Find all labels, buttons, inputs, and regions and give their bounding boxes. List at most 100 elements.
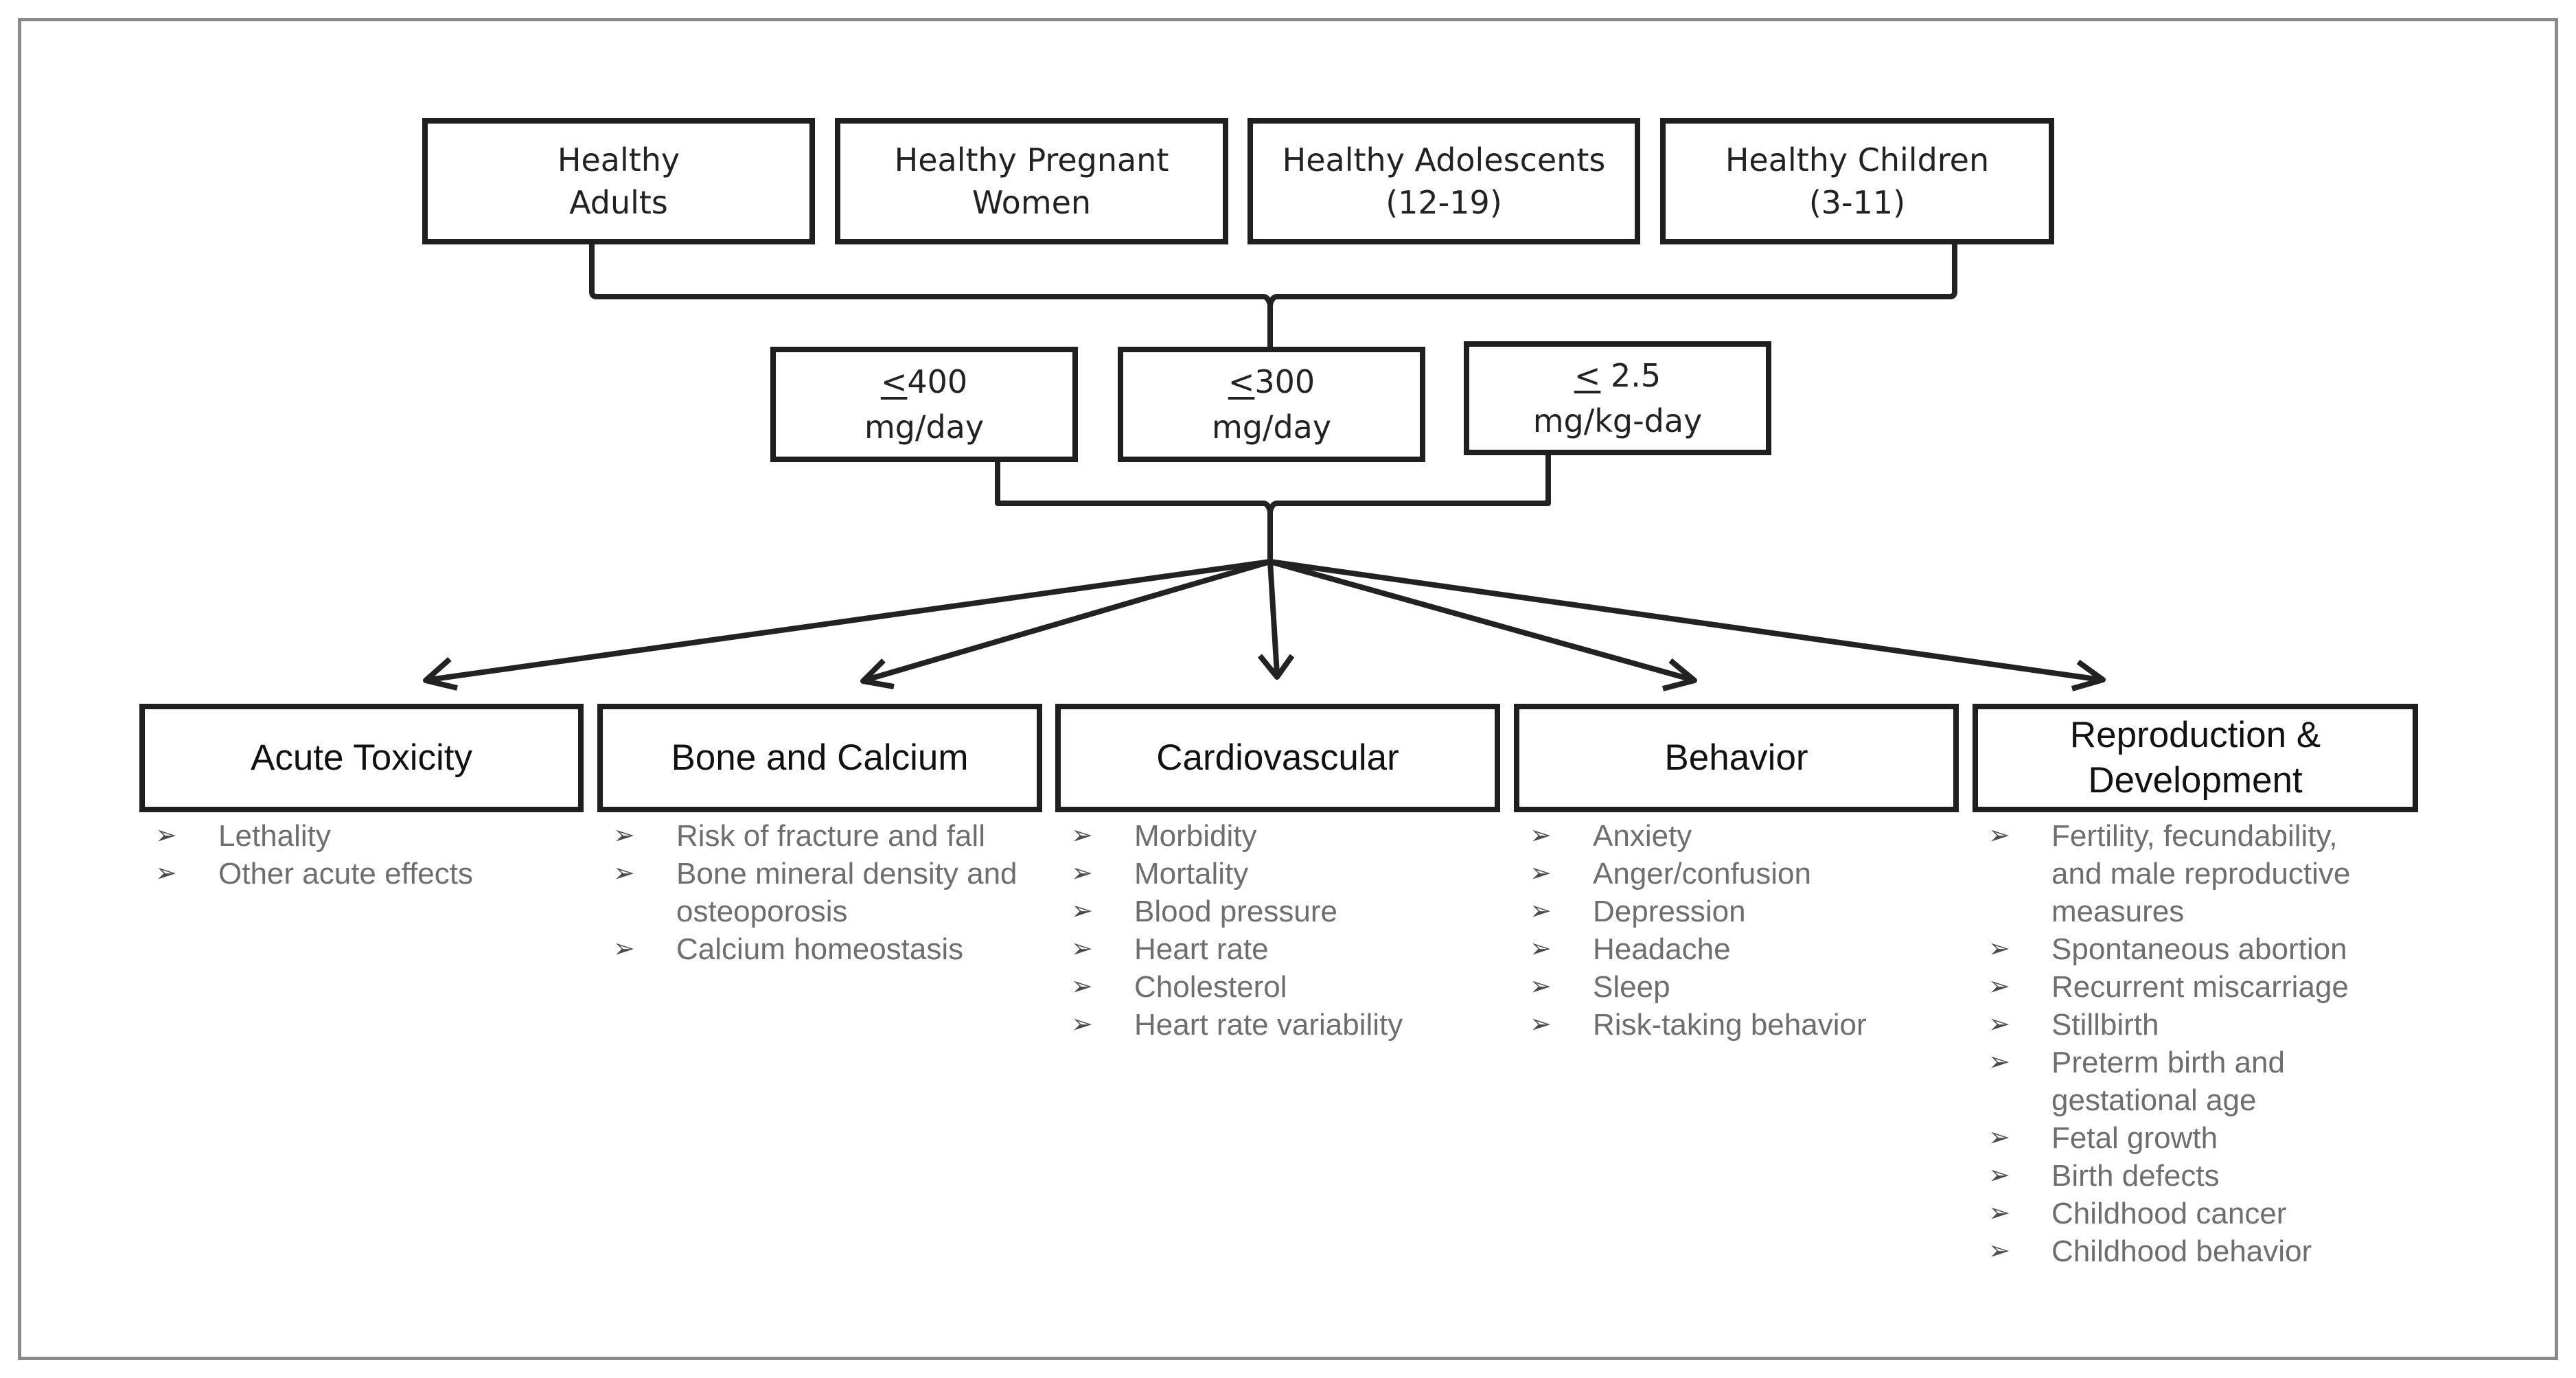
outcome-list-bone-calcium: ➢ Risk of fracture and fall ➢ Bone mineral …	[602, 817, 1042, 968]
outcome-list-item: ➢ Bone mineral density and osteoporosis	[602, 855, 1042, 930]
dose-box-2-5: < 2.5 mg/kg-day	[1464, 341, 1771, 455]
bullet-arrow-icon: ➢	[1988, 1237, 2010, 1265]
arrow-cardiovascular	[1267, 561, 1280, 675]
dose-unit: mg/kg-day	[1532, 402, 1703, 439]
outcome-item-text: Morbidity	[1134, 819, 1257, 853]
outcome-list-item: ➢ Blood pressure	[1060, 893, 1499, 930]
bullet-arrow-icon: ➢	[1988, 1199, 2010, 1228]
bullet-arrow-icon: ➢	[613, 821, 635, 850]
bullet-arrow-icon: ➢	[155, 859, 177, 888]
bullet-arrow-icon: ➢	[1988, 1123, 2010, 1152]
outcome-list-item: ➢ Sleep	[1519, 968, 1958, 1006]
outcome-item-text: Cholesterol	[1134, 970, 1287, 1004]
outcome-item-text: Birth defects	[2051, 1159, 2220, 1193]
outcome-box-reproduction-development: Reproduction & Development	[1973, 704, 2418, 812]
bullet-arrow-icon: ➢	[1988, 934, 2010, 963]
dose-unit: mg/day	[864, 409, 985, 446]
arrow-acute-toxicity	[428, 559, 1271, 682]
outcome-box-behavior: Behavior	[1514, 704, 1959, 812]
outcome-item-text: Anger/confusion	[1593, 857, 1811, 891]
outcome-title: Reproduction & Development	[2069, 715, 2321, 801]
outcome-list-item: ➢ Birth defects	[1977, 1157, 2417, 1195]
population-bracket	[589, 244, 1957, 308]
outcome-item-text: Fetal growth	[2051, 1121, 2218, 1155]
population-label: Healthy Pregnant Women	[894, 141, 1169, 221]
outcome-item-text: Blood pressure	[1134, 895, 1337, 928]
outcome-item-text: Other acute effects	[218, 857, 473, 891]
outcome-box-acute-toxicity: Acute Toxicity	[139, 704, 584, 812]
bullet-arrow-icon: ➢	[613, 934, 635, 963]
outcome-item-text: Sleep	[1593, 970, 1670, 1004]
outcome-list-item: ➢ Childhood behavior	[1977, 1232, 2417, 1270]
outcome-item-text: Childhood behavior	[2051, 1235, 2312, 1268]
outcome-list-item: ➢Mortality	[1060, 855, 1499, 893]
bullet-arrow-icon: ➢	[1988, 1161, 2010, 1190]
population-box-adults: Healthy Adults	[422, 118, 815, 244]
outcome-list-item: ➢ Risk-taking behavior	[1519, 1006, 1958, 1044]
bullet-arrow-icon: ➢	[1530, 897, 1552, 926]
outcome-list-item: ➢ Stillbirth	[1977, 1006, 2417, 1044]
bullet-arrow-icon: ➢	[1071, 972, 1093, 1001]
outcome-list-item: ➢ Depression	[1519, 893, 1958, 930]
arrow-bone-calcium	[865, 559, 1272, 682]
outcome-list-item: ➢ Childhood cancer	[1977, 1195, 2417, 1232]
dose-value: < 2.5	[1574, 357, 1661, 394]
population-box-adolescents: Healthy Adolescents (12-19)	[1247, 118, 1640, 244]
outcome-item-text: Headache	[1593, 932, 1731, 966]
dose-unit: mg/day	[1211, 409, 1332, 446]
bullet-arrow-icon: ➢	[1988, 821, 2010, 850]
outcome-item-text: Stillbirth	[2051, 1008, 2159, 1042]
outcome-item-text: Spontaneous abortion	[2051, 932, 2347, 966]
bullet-arrow-icon: ➢	[1530, 972, 1552, 1001]
outcome-list-reproduction-development: ➢ Fertility, fecundability, and male repr…	[1977, 817, 2417, 1270]
outcome-list-item: ➢ Headache	[1519, 930, 1958, 968]
bullet-arrow-icon: ➢	[1530, 934, 1552, 963]
arrow-reproduction	[1269, 559, 2102, 682]
outcome-title: Acute Toxicity	[250, 737, 473, 778]
outcome-item-text: Childhood cancer	[2051, 1197, 2287, 1230]
outcome-item-text: Bone mineral density and osteoporosis	[676, 857, 1017, 928]
outcome-list-item: ➢ Fetal growth	[1977, 1119, 2417, 1157]
outcome-list-item: ➢ Spontaneous abortion	[1977, 930, 2417, 968]
bullet-arrow-icon: ➢	[1071, 897, 1093, 926]
outcome-item-text: Recurrent miscarriage	[2051, 970, 2349, 1004]
dose-box-300: <300 mg/day	[1118, 347, 1425, 462]
bullet-arrow-icon: ➢	[1530, 1010, 1552, 1039]
dose-value: <400	[880, 363, 968, 400]
outcome-list-item: ➢ Recurrent miscarriage	[1977, 968, 2417, 1006]
outcome-item-text: Risk-taking behavior	[1593, 1008, 1867, 1042]
outcome-list-item: ➢ Preterm birth and gestational age	[1977, 1044, 2417, 1119]
bullet-arrow-icon: ➢	[613, 859, 635, 888]
outcome-title: Cardiovascular	[1156, 737, 1399, 778]
outcome-item-text: Depression	[1593, 895, 1746, 928]
outcome-box-bone-calcium: Bone and Calcium	[597, 704, 1042, 812]
outcome-list-item: ➢ Morbidity	[1060, 817, 1499, 855]
outcome-item-text: Lethality	[218, 819, 331, 853]
bullet-arrow-icon: ➢	[1988, 1048, 2010, 1077]
outcome-list-item: ➢ Risk of fracture and fall	[602, 817, 1042, 855]
bullet-arrow-icon: ➢	[1071, 821, 1093, 850]
outcome-list-item: ➢ Anxiety	[1519, 817, 1958, 855]
outcome-list-item: ➢ Fertility, fecundability, and male repr…	[1977, 817, 2417, 930]
population-box-pregnant-women: Healthy Pregnant Women	[835, 118, 1228, 244]
outcome-title: Behavior	[1664, 737, 1808, 778]
outcome-list-cardiovascular: ➢ Morbidity➢Mortality ➢ Blood pressure➢Hear…	[1060, 817, 1499, 1044]
outcome-list-item: ➢ Calcium homeostasis	[602, 930, 1042, 968]
outcome-item-text: Risk of fracture and fall	[676, 819, 985, 853]
bullet-arrow-icon: ➢	[1530, 821, 1552, 850]
diagram-frame	[18, 18, 2558, 1360]
bullet-arrow-icon: ➢	[155, 821, 177, 850]
outcome-item-text: Calcium homeostasis	[676, 932, 964, 966]
outcome-item-text: Anxiety	[1593, 819, 1692, 853]
bullet-arrow-icon: ➢	[1530, 859, 1552, 888]
outcome-box-cardiovascular: Cardiovascular	[1055, 704, 1500, 812]
bullet-arrow-icon: ➢	[1988, 1010, 2010, 1039]
outcome-list-item: ➢ Anger/confusion	[1519, 855, 1958, 893]
outcome-list-item: ➢Heart rate	[1060, 930, 1499, 968]
population-box-children: Healthy Children (3-11)	[1660, 118, 2054, 244]
bullet-arrow-icon: ➢	[1988, 972, 2010, 1001]
dose-box-400: <400 mg/day	[770, 347, 1078, 462]
outcome-item-text: Fertility, fecundability, and male repro…	[2051, 819, 2351, 928]
outcome-item-text: Preterm birth and gestational age	[2051, 1046, 2285, 1117]
